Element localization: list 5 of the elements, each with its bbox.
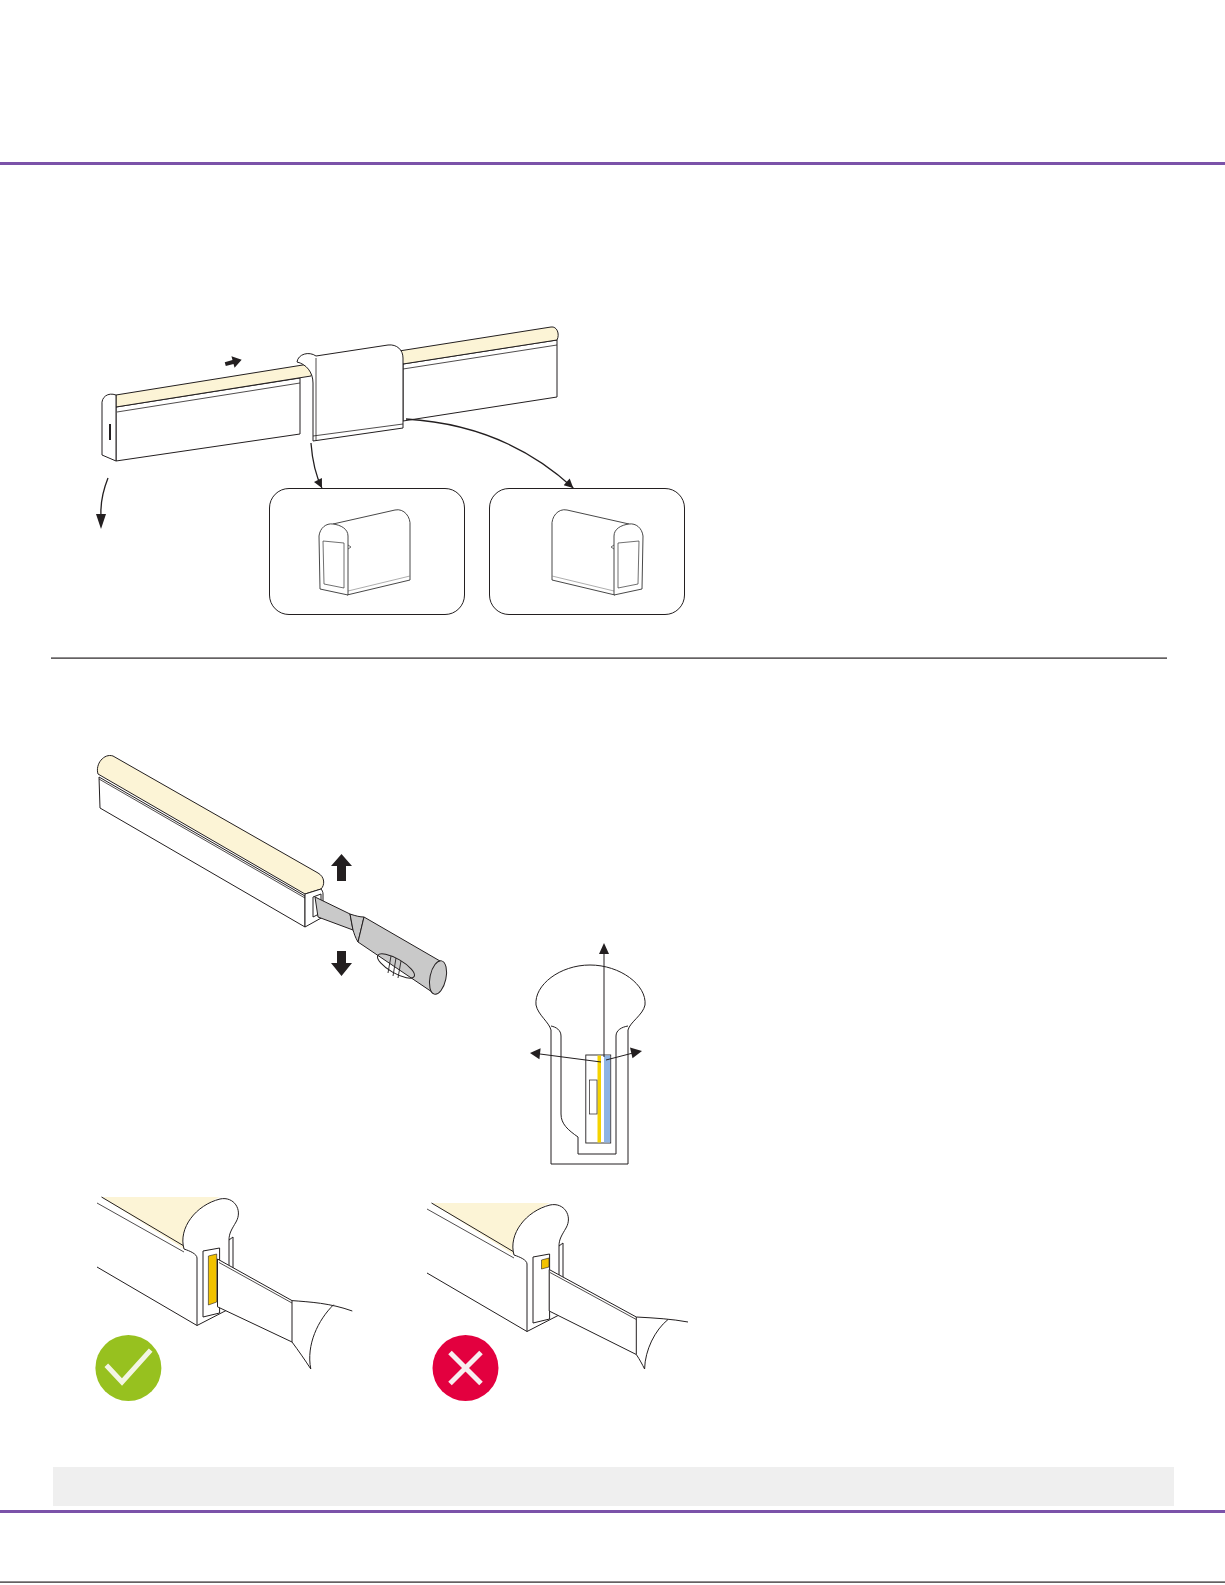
arrow: [405, 418, 574, 489]
inset-panel: [269, 488, 465, 615]
connector-sleeve-drawing: [293, 343, 406, 443]
arrow: [310, 442, 323, 489]
inset-panel: [489, 488, 685, 615]
